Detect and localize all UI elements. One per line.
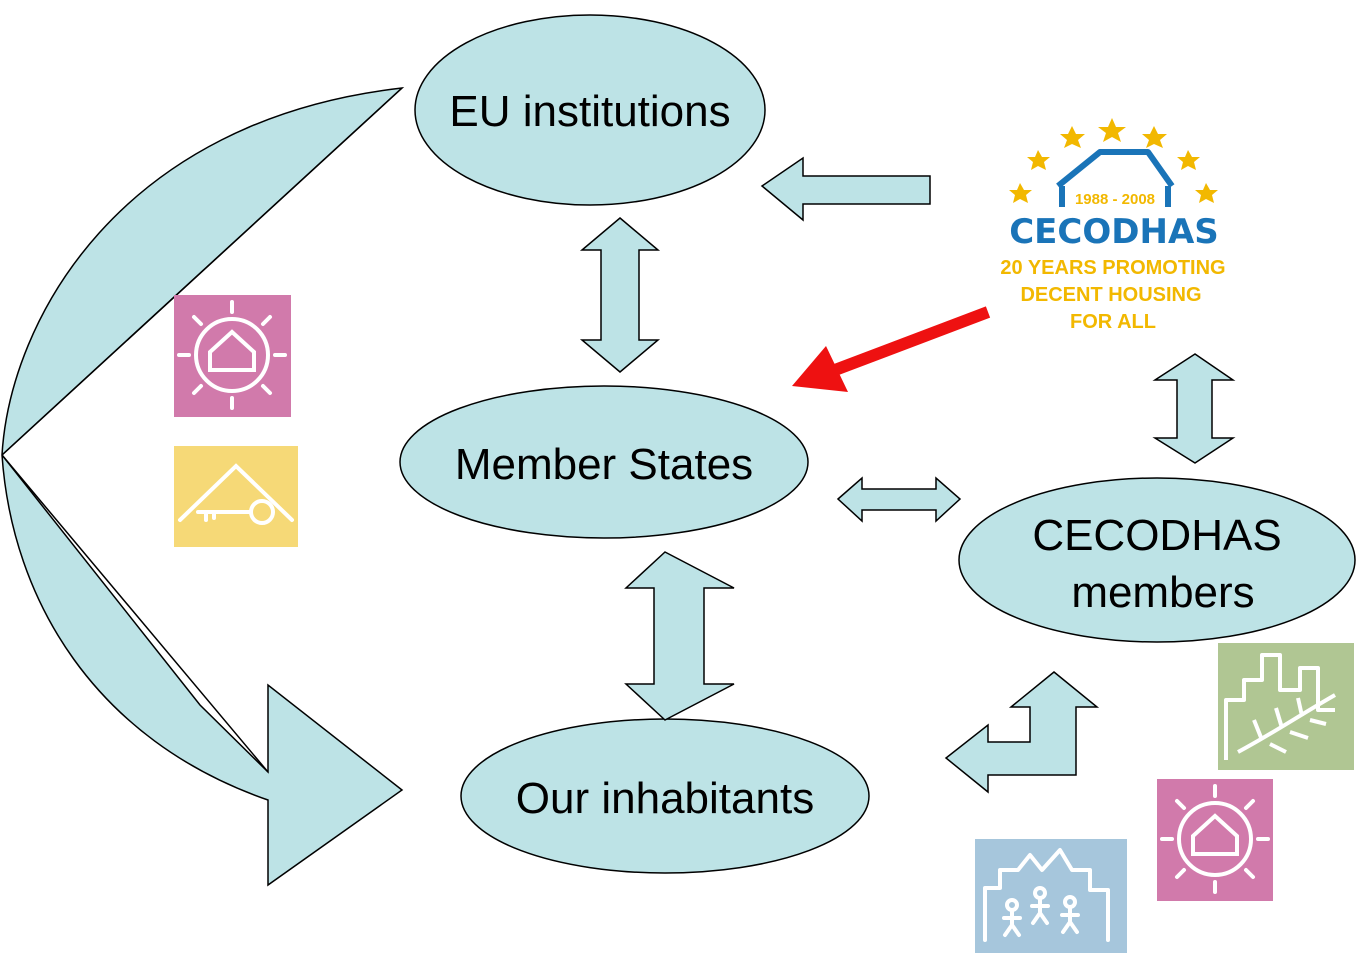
logo-tagline-1: 20 YEARS PROMOTING — [1000, 257, 1225, 279]
arrow-member-states-cecodhas — [836, 476, 962, 523]
sun-house-icon — [174, 295, 291, 417]
arrow-logo-cecodhas-members — [1152, 353, 1236, 464]
sun-house-icon — [1157, 779, 1273, 901]
node-member-states-label: Member States — [455, 440, 753, 489]
logo-tagline-3: FOR ALL — [1070, 311, 1156, 333]
arrow-eu-member-states — [579, 217, 661, 373]
star-icons — [1009, 118, 1218, 203]
node-member-states — [399, 385, 809, 539]
house-roof-icon — [1056, 149, 1175, 189]
city-leaf-icon — [1218, 643, 1354, 770]
curved-arrow-edge — [1, 454, 269, 773]
node-cecodhas-members-label-2: members — [1071, 568, 1254, 617]
node-eu-institutions-label: EU institutions — [449, 87, 730, 136]
logo-years: 1988 - 2008 — [1075, 191, 1155, 208]
arrow-member-states-inhabitants — [624, 551, 735, 721]
arrow-logo-to-eu — [760, 156, 931, 222]
arrow-cecodhas-inhabitants-bent — [944, 671, 1100, 794]
city-people-icon — [975, 839, 1127, 953]
node-cecodhas-members-label-1: CECODHAS — [1032, 511, 1281, 560]
node-eu-institutions — [414, 14, 766, 206]
highlight-arrow-shaft — [832, 306, 991, 376]
node-our-inhabitants-label: Our inhabitants — [516, 774, 814, 823]
node-cecodhas-members — [958, 477, 1356, 643]
cecodhas-logo: 1988 - 2008 CECODHAS 20 YEARS PROMOTING … — [1000, 118, 1226, 333]
house-key-icon — [174, 446, 298, 547]
curved-arrow-edge — [1, 87, 403, 456]
logo-name: CECODHAS — [1009, 212, 1219, 252]
logo-tagline-2: DECENT HOUSING — [1020, 284, 1201, 306]
highlight-arrow-head — [792, 346, 848, 392]
